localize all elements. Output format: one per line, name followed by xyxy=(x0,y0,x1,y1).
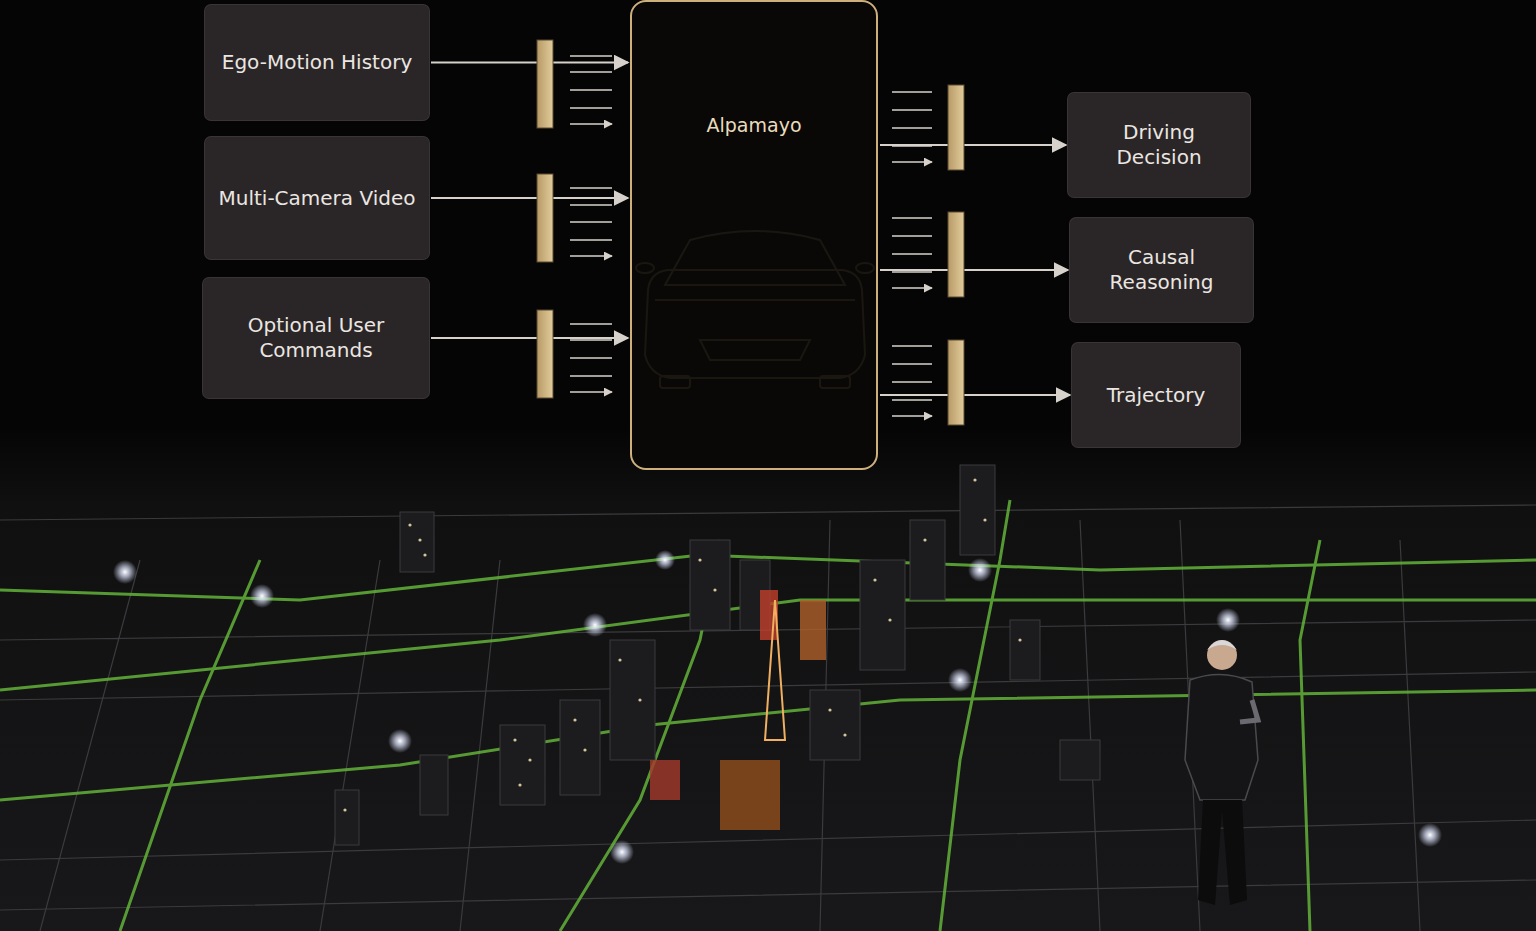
street-lines xyxy=(0,505,1536,931)
presenter xyxy=(1185,640,1258,905)
building xyxy=(420,755,448,815)
token-strip xyxy=(537,310,553,398)
lit-building xyxy=(720,760,780,830)
building xyxy=(500,725,545,805)
connector-arrow xyxy=(431,62,628,64)
box-label: Trajectory xyxy=(1097,383,1216,408)
lit-building xyxy=(800,600,826,660)
token-arrow xyxy=(570,56,612,124)
connector-arrow xyxy=(431,337,628,339)
input-box: Optional User Commands xyxy=(203,278,429,398)
street-grid xyxy=(0,505,1536,931)
building xyxy=(1010,620,1040,680)
presenter-legs xyxy=(1198,800,1247,905)
model-panel: Alpamayo xyxy=(630,0,878,470)
box-label: Multi-Camera Video xyxy=(209,186,426,211)
connector-arrow xyxy=(880,394,1070,396)
output-box: Causal Reasoning xyxy=(1070,218,1253,322)
green-roads xyxy=(0,500,1536,931)
building xyxy=(690,540,730,630)
presenter-arm xyxy=(1240,700,1258,722)
presenter-hair xyxy=(1207,640,1237,650)
box-label: Optional User Commands xyxy=(203,313,429,363)
token-strip xyxy=(537,40,553,128)
building xyxy=(335,790,359,845)
building xyxy=(1060,740,1100,780)
window-lights xyxy=(343,478,1021,811)
box-label: Causal Reasoning xyxy=(1070,245,1253,295)
presenter-head xyxy=(1207,640,1237,670)
token-arrow xyxy=(570,188,612,256)
box-label: Driving Decision xyxy=(1068,120,1250,170)
token-arrow xyxy=(570,324,612,392)
output-box: Trajectory xyxy=(1072,343,1240,447)
token-strip xyxy=(948,340,964,425)
building xyxy=(810,690,860,760)
tower xyxy=(765,600,785,740)
token-arrow xyxy=(892,92,932,162)
map-ground xyxy=(0,430,1536,931)
connector-arrow xyxy=(880,269,1068,271)
box-label: Ego-Motion History xyxy=(212,50,422,75)
building xyxy=(860,560,905,670)
lit-building xyxy=(650,760,680,800)
green-road xyxy=(940,500,1010,931)
output-box: Driving Decision xyxy=(1068,93,1250,197)
token-strip xyxy=(948,85,964,170)
input-box: Multi-Camera Video xyxy=(205,137,429,259)
building xyxy=(960,465,995,555)
building xyxy=(560,700,600,795)
building xyxy=(400,512,434,572)
presenter-jacket xyxy=(1185,674,1258,800)
token-arrow xyxy=(892,346,932,416)
building xyxy=(910,520,945,600)
building xyxy=(610,640,655,760)
buildings xyxy=(335,465,1100,845)
lit-district xyxy=(650,590,826,830)
token-arrow xyxy=(892,218,932,288)
token-strip xyxy=(537,174,553,262)
model-name: Alpamayo xyxy=(697,114,812,138)
input-box: Ego-Motion History xyxy=(205,5,429,120)
token-strip xyxy=(948,212,964,297)
connector-arrow xyxy=(431,197,628,199)
green-road xyxy=(120,560,260,931)
